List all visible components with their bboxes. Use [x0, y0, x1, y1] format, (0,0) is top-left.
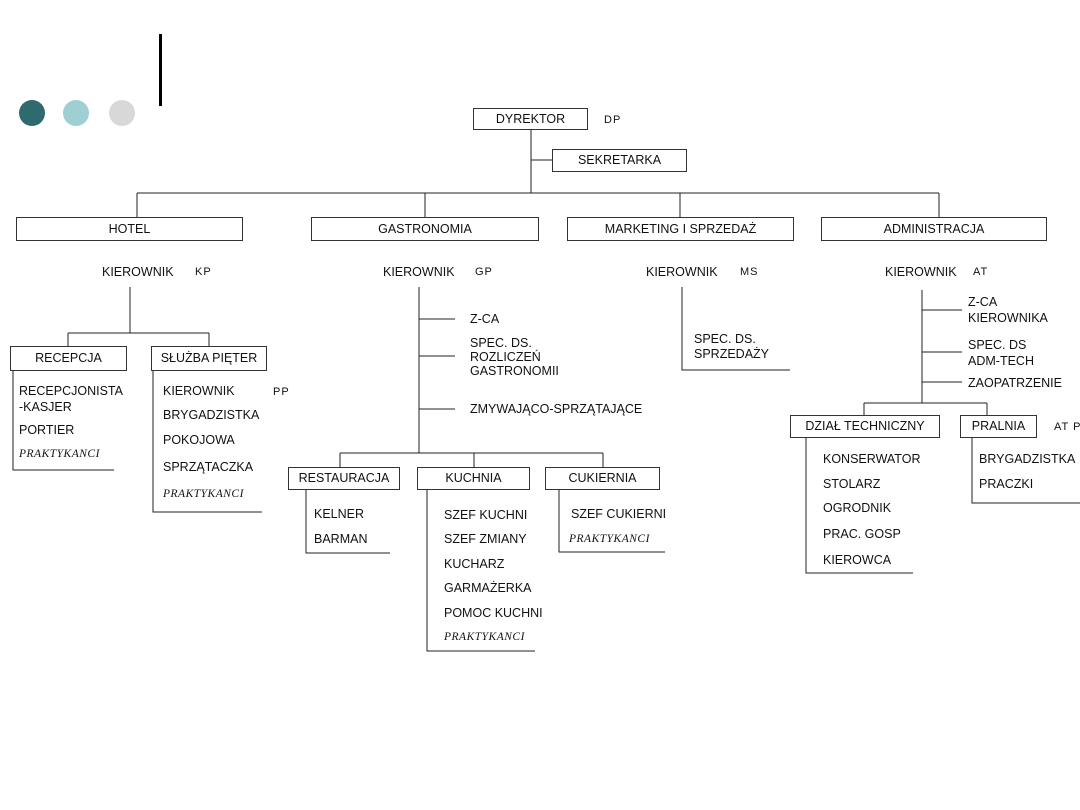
sluzba-item-3: POKOJOWA — [163, 433, 235, 447]
gastro-staff-1: Z-CA — [470, 312, 500, 326]
bracket-sluzba — [152, 371, 262, 513]
director-code: DP — [604, 114, 622, 126]
recepcja-item-4: PRAKTYKANCI — [19, 448, 100, 460]
marketing-item-2: SPRZEDAŻY — [694, 347, 770, 361]
pralnia-item-2: PRACZKI — [979, 477, 1034, 491]
gastro-staff-2: SPEC. DS. — [470, 336, 532, 350]
cukiernia-item-1: SZEF CUKIERNI — [571, 507, 667, 521]
director-box: DYREKTOR — [473, 108, 588, 130]
kuchnia-item-2: SZEF ZMIANY — [444, 532, 527, 546]
admin-staff-5: ZAOPATRZENIE — [968, 376, 1062, 390]
decor-dot-1 — [19, 100, 45, 126]
hotel-manager: KIEROWNIK — [102, 265, 174, 279]
restauracja-item-1: KELNER — [314, 507, 365, 521]
bracket-techniczny — [805, 438, 913, 574]
techniczny-item-5: KIEROWCA — [823, 553, 892, 567]
bracket-marketing — [681, 287, 790, 371]
kuchnia-item-3: KUCHARZ — [444, 557, 505, 571]
bracket-recepcja — [12, 371, 114, 471]
sluzba-item-1: KIEROWNIK — [163, 384, 235, 398]
admin-staff-3: SPEC. DS — [968, 338, 1027, 352]
cukiernia-box: CUKIERNIA — [545, 467, 660, 490]
secretary-box: SEKRETARKA — [552, 149, 687, 172]
dept-admin-box: ADMINISTRACJA — [821, 217, 1047, 241]
sluzba-box: SŁUŻBA PIĘTER — [151, 346, 267, 371]
pralnia-code: AT P — [1054, 421, 1080, 433]
restauracja-box: RESTAURACJA — [288, 467, 400, 490]
marketing-item-1: SPEC. DS. — [694, 332, 756, 346]
kuchnia-item-1: SZEF KUCHNI — [444, 508, 528, 522]
cukiernia-item-2: PRAKTYKANCI — [569, 533, 650, 545]
admin-manager: KIEROWNIK — [885, 265, 957, 279]
restauracja-item-2: BARMAN — [314, 532, 368, 546]
techniczny-item-2: STOLARZ — [823, 477, 881, 491]
pralnia-box: PRALNIA — [960, 415, 1037, 438]
gastro-manager: KIEROWNIK — [383, 265, 455, 279]
sluzba-item-5: PRAKTYKANCI — [163, 488, 244, 500]
sluzba-item-2: BRYGADZISTKA — [163, 408, 260, 422]
recepcja-item-3: PORTIER — [19, 423, 75, 437]
admin-staff-1: Z-CA — [968, 295, 998, 309]
recepcja-item-1: RECEPCJONISTA — [19, 384, 123, 398]
sluzba-code: PP — [273, 386, 290, 398]
techniczny-item-3: OGRODNIK — [823, 501, 892, 515]
gastro-manager-code: GP — [475, 266, 493, 278]
techniczny-item-1: KONSERWATOR — [823, 452, 921, 466]
pralnia-item-1: BRYGADZISTKA — [979, 452, 1076, 466]
admin-staff-2: KIEROWNIKA — [968, 311, 1048, 325]
kuchnia-item-6: PRAKTYKANCI — [444, 631, 525, 643]
kuchnia-box: KUCHNIA — [417, 467, 530, 490]
decor-dot-3 — [109, 100, 135, 126]
marketing-manager-code: MS — [740, 266, 759, 278]
bracket-cukiernia — [558, 490, 665, 553]
kuchnia-item-5: POMOC KUCHNI — [444, 606, 543, 620]
gastro-staff-4: GASTRONOMII — [470, 364, 559, 378]
hotel-manager-code: KP — [195, 266, 212, 278]
bracket-restauracja — [305, 490, 390, 554]
admin-staff-4: ADM-TECH — [968, 354, 1034, 368]
recepcja-box: RECEPCJA — [10, 346, 127, 371]
admin-manager-code: AT — [973, 266, 989, 278]
dept-marketing-box: MARKETING I SPRZEDAŻ — [567, 217, 794, 241]
decor-dot-2 — [63, 100, 89, 126]
dept-hotel-box: HOTEL — [16, 217, 243, 241]
dept-gastro-box: GASTRONOMIA — [311, 217, 539, 241]
kuchnia-item-4: GARMAŻERKA — [444, 581, 532, 595]
bracket-pralnia — [971, 438, 1080, 504]
gastro-staff-3: ROZLICZEŃ — [470, 350, 541, 364]
techniczny-item-4: PRAC. GOSP — [823, 527, 901, 541]
gastro-staff-5: ZMYWAJĄCO-SPRZĄTAJĄCE — [470, 402, 643, 416]
bracket-kuchnia — [426, 490, 535, 652]
sluzba-item-4: SPRZĄTACZKA — [163, 460, 254, 474]
decor-vertical-bar — [159, 34, 162, 106]
recepcja-item-2: -KASJER — [19, 400, 72, 414]
marketing-manager: KIEROWNIK — [646, 265, 718, 279]
techniczny-box: DZIAŁ TECHNICZNY — [790, 415, 940, 438]
